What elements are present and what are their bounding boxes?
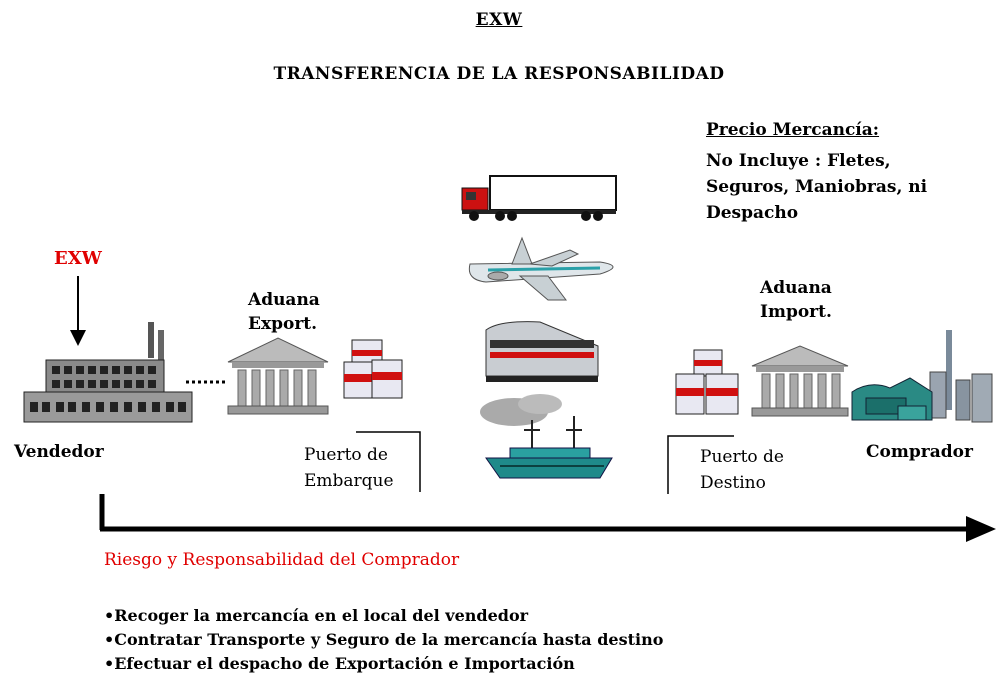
list-item: •Contratar Transporte y Seguro de la mer…	[104, 630, 664, 649]
customs-building-icon	[227, 337, 329, 415]
airplane-icon	[468, 236, 614, 301]
export-customs-label: Aduana Export.	[248, 288, 320, 336]
page-subtitle: TRANSFERENCIA DE LA RESPONSABILIDAD	[273, 64, 725, 84]
price-note-heading: Precio Mercancía:	[706, 120, 880, 140]
page-title: EXW	[475, 10, 523, 30]
import-customs-label: Aduana Import.	[760, 276, 832, 324]
import-customs-line: Import.	[760, 302, 832, 322]
list-item: •Recoger la mercancía en el local del ve…	[104, 606, 529, 625]
export-customs-line: Aduana	[248, 290, 320, 310]
timeline-arrow	[99, 494, 996, 542]
port-destination-label: Puerto de Destino	[700, 444, 784, 496]
port-destination-bracket	[667, 435, 734, 494]
port-destination-line: Destino	[700, 473, 766, 493]
price-note-text: No Incluye : Fletes, Seguros, Maniobras,…	[706, 148, 927, 226]
price-note-line: Seguros, Maniobras, ni	[706, 177, 928, 197]
price-note-line: Despacho	[706, 203, 799, 223]
down-arrow-icon	[70, 276, 86, 346]
customs-building-icon	[751, 345, 849, 417]
exw-marker-label: EXW	[54, 248, 102, 269]
list-item: •Efectuar el despacho de Exportación e I…	[104, 654, 575, 673]
export-customs-line: Export.	[248, 314, 318, 334]
port-loading-line: Embarque	[304, 471, 394, 491]
port-destination-line: Puerto de	[700, 447, 784, 467]
import-customs-line: Aduana	[760, 278, 832, 298]
cargo-boxes-icon	[343, 339, 403, 399]
train-icon	[485, 321, 599, 382]
risk-heading: Riesgo y Responsabilidad del Comprador	[104, 550, 460, 570]
port-loading-line: Puerto de	[304, 445, 388, 465]
ship-icon	[480, 394, 613, 479]
refinery-icon	[851, 330, 993, 423]
responsibility-list: •Recoger la mercancía en el local del ve…	[104, 604, 663, 676]
port-loading-bracket	[356, 431, 421, 492]
factory-icon	[23, 322, 193, 423]
port-loading-label: Puerto de Embarque	[304, 442, 394, 494]
buyer-label: Comprador	[866, 442, 973, 462]
price-note-line: No Incluye : Fletes,	[706, 151, 891, 171]
truck-icon	[461, 175, 617, 221]
cargo-boxes-icon	[675, 349, 739, 415]
seller-label: Vendedor	[14, 442, 104, 462]
